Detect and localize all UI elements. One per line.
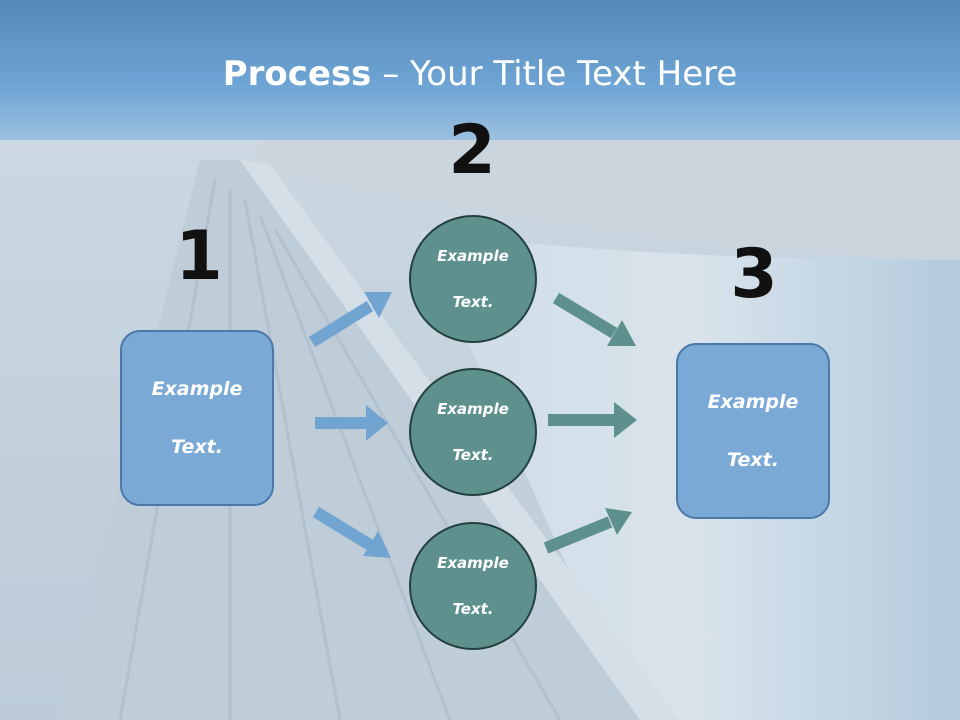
arrow-bottom-to-right xyxy=(543,508,632,554)
arrow-top-to-right xyxy=(552,292,636,346)
title-rest: – Your Title Text Here xyxy=(371,54,738,94)
circle-middle-line2: Text. xyxy=(452,445,494,464)
step-number-2: 2 xyxy=(448,111,496,190)
circle-bottom-line2: Text. xyxy=(452,599,494,618)
arrow-left-to-top xyxy=(308,292,392,348)
step-number-3: 3 xyxy=(730,235,778,314)
circle-middle-line1: Example xyxy=(437,399,509,418)
arrow-left-to-bottom xyxy=(312,506,391,558)
step-number-1: 1 xyxy=(175,217,223,296)
slide-title: Process – Your Title Text Here xyxy=(0,52,960,96)
circle-top-line1: Example xyxy=(437,246,509,265)
circle-bottom-line1: Example xyxy=(437,553,509,572)
title-bold: Process xyxy=(222,54,372,94)
right-box-line2: Text. xyxy=(727,448,779,471)
arrow-left-to-middle xyxy=(315,405,388,441)
arrow-middle-to-right xyxy=(548,402,637,438)
left-box-line2: Text. xyxy=(171,435,223,458)
right-box-line1: Example xyxy=(707,390,799,413)
circle-top-line2: Text. xyxy=(452,292,494,311)
left-box-line1: Example xyxy=(151,377,243,400)
